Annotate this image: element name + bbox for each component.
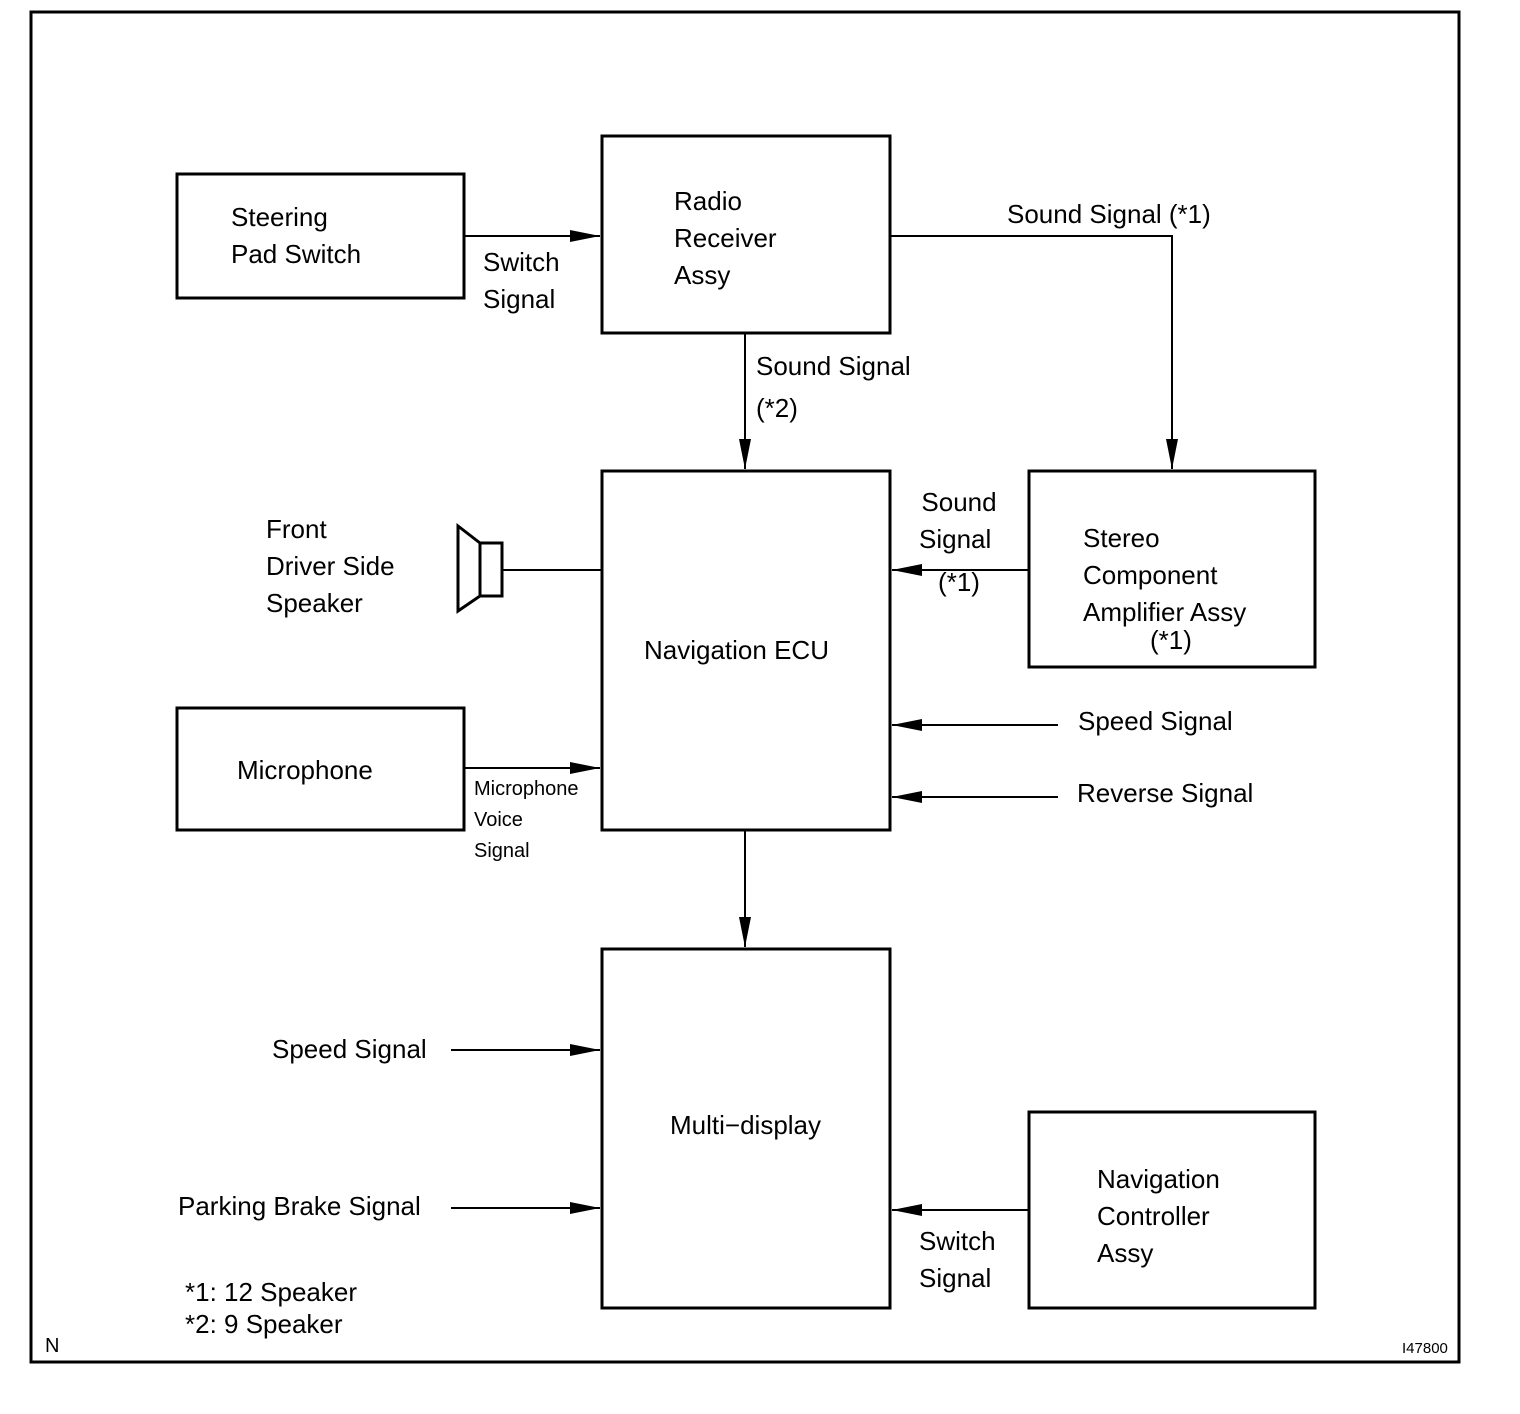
radio-receiver-label: Radio Receiver Assy bbox=[674, 186, 777, 290]
radio-to-amplifier-arrow bbox=[890, 235, 1178, 469]
speed-signal-display-label: Speed Signal bbox=[272, 1034, 427, 1064]
footnote-1: *1: 12 Speaker bbox=[185, 1277, 358, 1307]
reverse-signal-label: Reverse Signal bbox=[1077, 778, 1254, 808]
diagram-frame bbox=[29, 10, 1461, 1364]
parking-brake-signal-label: Parking Brake Signal bbox=[178, 1191, 421, 1221]
multi-display-box bbox=[600, 947, 892, 1310]
steering-pad-switch-label: Steering Pad Switch bbox=[231, 202, 362, 269]
figure-id: I47800 bbox=[1402, 1340, 1448, 1357]
microphone-voice-signal-label: Microphone Voice Signal bbox=[474, 778, 579, 862]
navigation-controller-label: Navigation Controller Assy bbox=[1097, 1164, 1220, 1268]
front-speaker-label: Front Driver Side Speaker bbox=[266, 514, 395, 618]
speaker-icon bbox=[456, 522, 504, 614]
switch-signal-label: Switch Signal bbox=[483, 247, 560, 314]
stereo-amplifier-note: (*1) bbox=[1150, 625, 1192, 655]
sound-signal-amp-ecu-label: Sound Signal (*1) bbox=[919, 487, 997, 597]
footnote-2: *2: 9 Speaker bbox=[185, 1309, 343, 1339]
speed-signal-ecu-label: Speed Signal bbox=[1078, 706, 1233, 736]
sound-signal-radio-ecu-label: Sound Signal (*2) bbox=[756, 351, 911, 423]
multi-display-label: Multi−display bbox=[670, 1110, 822, 1140]
navigation-ecu-label: Navigation ECU bbox=[644, 635, 829, 665]
sound-signal-radio-amp-label: Sound Signal (*1) bbox=[1007, 199, 1211, 229]
corner-mark: N bbox=[45, 1335, 60, 1357]
footnotes: *1: 12 Speaker *2: 9 Speaker bbox=[185, 1276, 357, 1340]
microphone-label: Microphone bbox=[237, 755, 373, 785]
stereo-amplifier-label: Stereo Component Amplifier Assy bbox=[1083, 523, 1247, 627]
controller-switch-signal-label: Switch Signal bbox=[919, 1226, 996, 1293]
